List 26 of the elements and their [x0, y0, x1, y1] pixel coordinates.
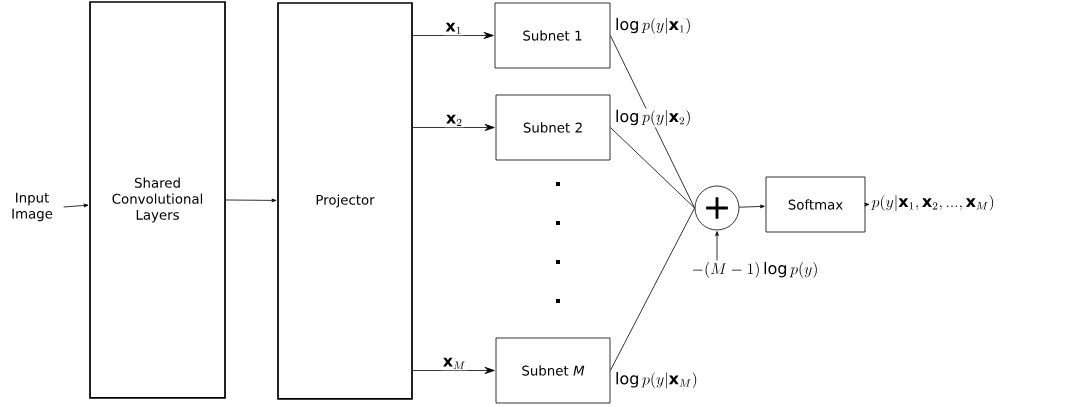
- subnet-box: Subnet 1: [494, 2, 611, 69]
- arrow: [715, 231, 719, 261]
- arrow: [412, 31, 494, 39]
- input-label: Input Image: [12, 192, 53, 222]
- output-formula: $p(y|\mathbf{x}_1, \mathbf{x}_2, ..., \mathbf{x}_M)$: [871, 195, 994, 211]
- subnet-box: Subnet 2: [495, 94, 611, 161]
- edge-label: $\mathbf{x}_2$: [444, 113, 464, 128]
- edge-label: $\log p(y|\mathbf{x}_M)$: [613, 370, 700, 390]
- arrow: [412, 366, 495, 374]
- projector-box: Projector: [277, 2, 413, 400]
- subnet-box: Subnet M: [495, 337, 611, 404]
- connector-line: [610, 127, 695, 209]
- softmax-box: Softmax: [765, 176, 866, 233]
- arrow: [412, 123, 495, 131]
- connector-line: [610, 207, 695, 371]
- edge-label: $\mathbf{x}_M$: [441, 356, 468, 371]
- prior-term-formula: $-(M-1)\log p(y)$: [692, 261, 817, 279]
- arrow: [864, 202, 870, 207]
- arrow: [739, 204, 765, 209]
- edge-label: $\mathbf{x}_1$: [444, 21, 464, 36]
- arrow: [225, 198, 277, 203]
- arrow: [63, 203, 89, 208]
- layer-box: Shared Convolutional Layers: [89, 1, 226, 399]
- edge-label: $\log p(y|\mathbf{x}_1)$: [613, 16, 693, 36]
- connector-line: [610, 35, 695, 209]
- edge-label: $\log p(y|\mathbf{x}_2)$: [613, 108, 693, 128]
